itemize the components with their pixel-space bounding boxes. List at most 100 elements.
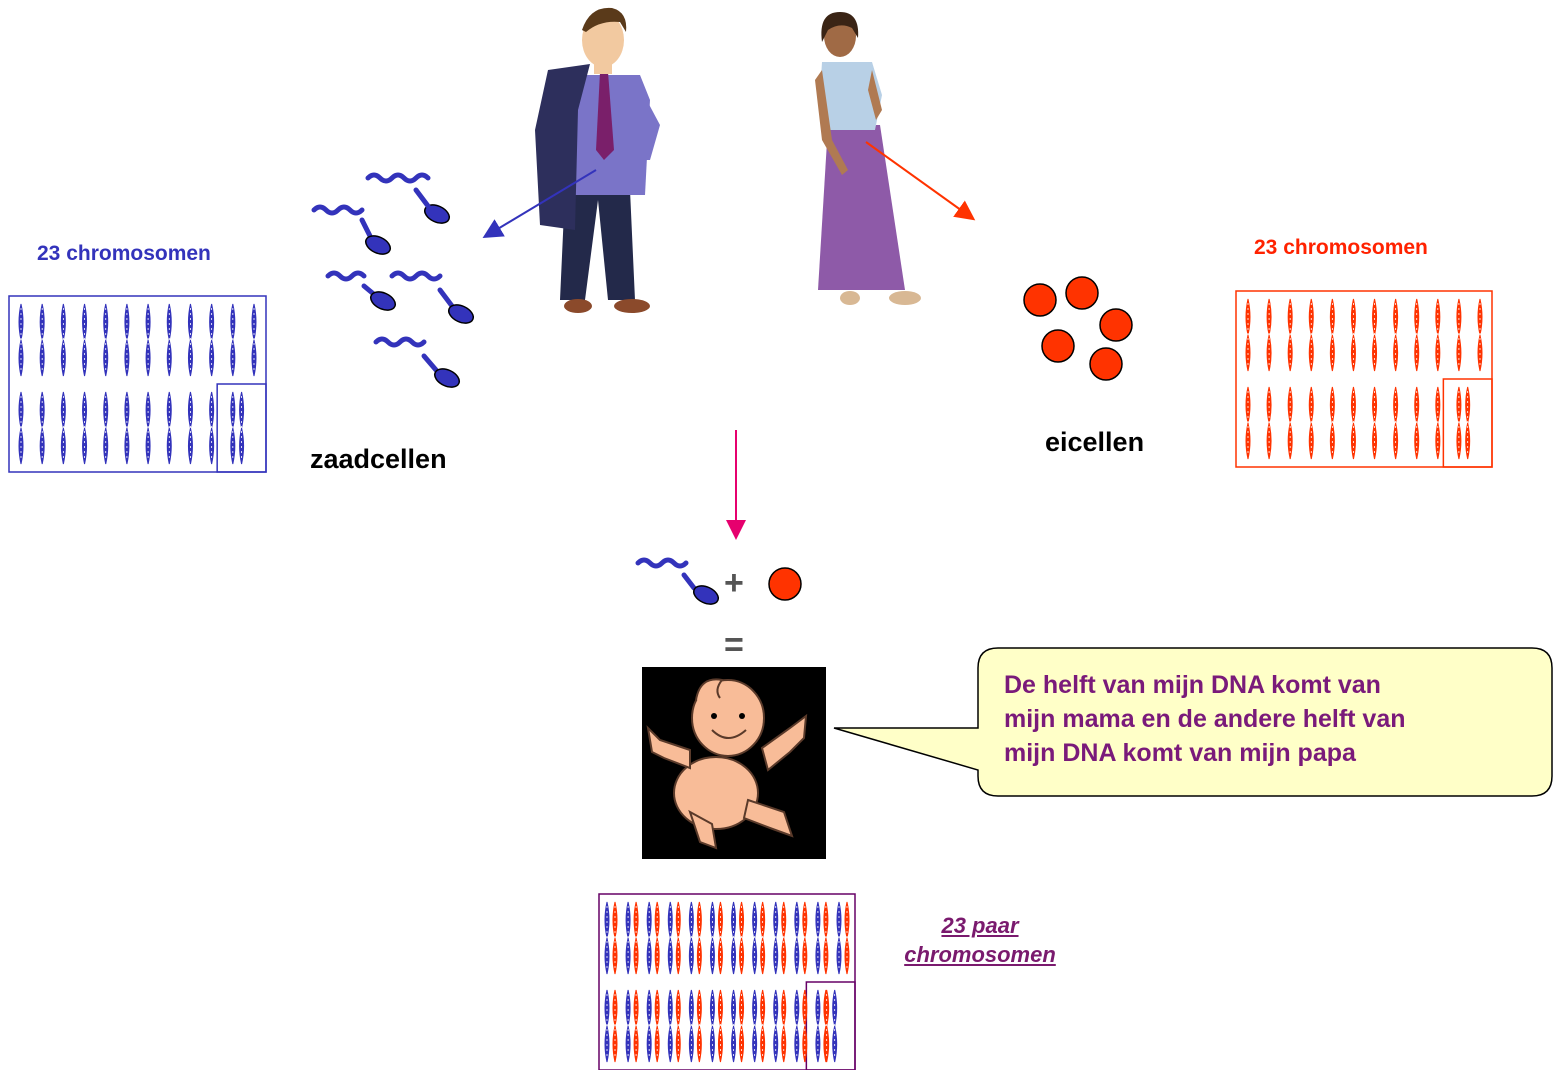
chromosome-icon <box>1245 298 1251 372</box>
chromosome-icon <box>604 989 610 1063</box>
chromosome-icon <box>1308 386 1314 460</box>
chromosome-icon <box>646 989 652 1063</box>
chromosome-icon <box>625 901 631 975</box>
sex-chromosome-box <box>216 383 267 473</box>
sperm-icon <box>311 204 392 255</box>
speech-line-1: De helft van mijn DNA komt van <box>1004 671 1381 699</box>
chromosome-icon <box>832 989 838 1063</box>
chromosome-icon <box>166 303 172 377</box>
chromosome-icon <box>836 901 842 975</box>
chromosome-icon <box>251 303 257 377</box>
chromosome-icon <box>717 901 723 975</box>
speech-bubble <box>833 647 1553 797</box>
chromosome-icon <box>731 901 737 975</box>
mother-chromosome-set <box>1235 290 1493 468</box>
chromosome-icon <box>209 303 215 377</box>
chromosome-icon <box>709 989 715 1063</box>
pair-label-line-2: chromosomen <box>904 942 1056 967</box>
egg-cells-label: eicellen <box>1045 427 1145 457</box>
father-chromosome-set <box>8 295 267 473</box>
chromosome-icon <box>60 303 66 377</box>
chromosome-icon <box>773 901 779 975</box>
chromosome-icon <box>794 901 800 975</box>
chromosome-icon <box>124 303 130 377</box>
chromosome-icon <box>60 391 66 465</box>
chromosome-icon <box>794 989 800 1063</box>
chromosome-icon <box>1266 386 1272 460</box>
chromosome-icon <box>802 901 808 975</box>
chromosome-icon <box>18 303 24 377</box>
plus-sign: + <box>724 564 744 602</box>
chromosome-icon <box>752 989 758 1063</box>
chromosome-icon <box>1456 298 1462 372</box>
chromosome-icon <box>1350 386 1356 460</box>
chromosome-icon <box>1245 386 1251 460</box>
sex-chromosome-box <box>1442 378 1493 468</box>
chromosome-icon <box>166 391 172 465</box>
sperm-icon <box>365 172 451 224</box>
pair-label-line-1: 23 paar <box>941 913 1019 938</box>
chromosome-icon <box>209 391 215 465</box>
chromosome-icon <box>1465 386 1471 460</box>
chromosome-icon <box>1414 298 1420 372</box>
chromosome-icon <box>39 391 45 465</box>
chromosome-icon <box>1372 386 1378 460</box>
speech-line-3: mijn DNA komt van mijn papa <box>1004 739 1356 767</box>
chromosome-icon <box>18 391 24 465</box>
child-chromosome-set <box>598 893 856 1070</box>
chromosome-icon <box>82 303 88 377</box>
egg-icon <box>1099 308 1133 342</box>
chromosome-icon <box>824 989 830 1063</box>
father-arrow <box>482 169 597 239</box>
equation-egg <box>768 567 802 601</box>
chromosome-icon <box>124 391 130 465</box>
father-chromosome-label: 23 chromosomen <box>37 242 211 265</box>
egg-icon <box>1041 329 1075 363</box>
egg-cells <box>1023 276 1133 381</box>
chromosome-icon <box>802 989 808 1063</box>
chromosome-icon <box>752 901 758 975</box>
chromosome-icon <box>1477 298 1483 372</box>
chromosome-icon <box>1329 298 1335 372</box>
chromosome-icon <box>145 303 151 377</box>
chromosome-icon <box>760 901 766 975</box>
chromosome-icon <box>675 901 681 975</box>
chromosome-icon <box>1393 298 1399 372</box>
chromosome-icon <box>844 901 850 975</box>
equation-sperm <box>635 557 720 605</box>
chromosome-icon <box>654 989 660 1063</box>
chromosome-icon <box>230 303 236 377</box>
sperm-icon <box>389 270 475 324</box>
chromosome-icon <box>1350 298 1356 372</box>
chromosome-icon <box>646 901 652 975</box>
chromosome-icon <box>103 303 109 377</box>
chromosome-icon <box>1329 386 1335 460</box>
mother-chromosome-label: 23 chromosomen <box>1254 236 1428 259</box>
chromosome-icon <box>239 391 245 465</box>
chromosome-icon <box>696 901 702 975</box>
chromosome-icon <box>633 901 639 975</box>
chromosome-icon <box>667 989 673 1063</box>
speech-bubble-text: De helft van mijn DNA komt van mijn mama… <box>1004 668 1534 770</box>
chromosome-icon <box>1287 298 1293 372</box>
mother-arrow <box>865 141 976 221</box>
chromosome-icon <box>823 901 829 975</box>
chromosome-icon <box>815 989 821 1063</box>
chromosome-icon <box>145 391 151 465</box>
chromosome-icon <box>696 989 702 1063</box>
woman-figure <box>815 12 921 305</box>
chromosome-icon <box>604 901 610 975</box>
chromosome-icon <box>625 989 631 1063</box>
chromosome-icon <box>1308 298 1314 372</box>
chromosome-icon <box>709 901 715 975</box>
chromosome-icon <box>781 989 787 1063</box>
chromosome-icon <box>1287 386 1293 460</box>
chromosome-icon <box>187 303 193 377</box>
chromosome-icon <box>731 989 737 1063</box>
chromosome-icon <box>760 989 766 1063</box>
chromosome-icon <box>739 989 745 1063</box>
chromosome-icon <box>1372 298 1378 372</box>
baby-icon <box>642 667 826 859</box>
chromosome-icon <box>739 901 745 975</box>
chromosome-icon <box>688 901 694 975</box>
